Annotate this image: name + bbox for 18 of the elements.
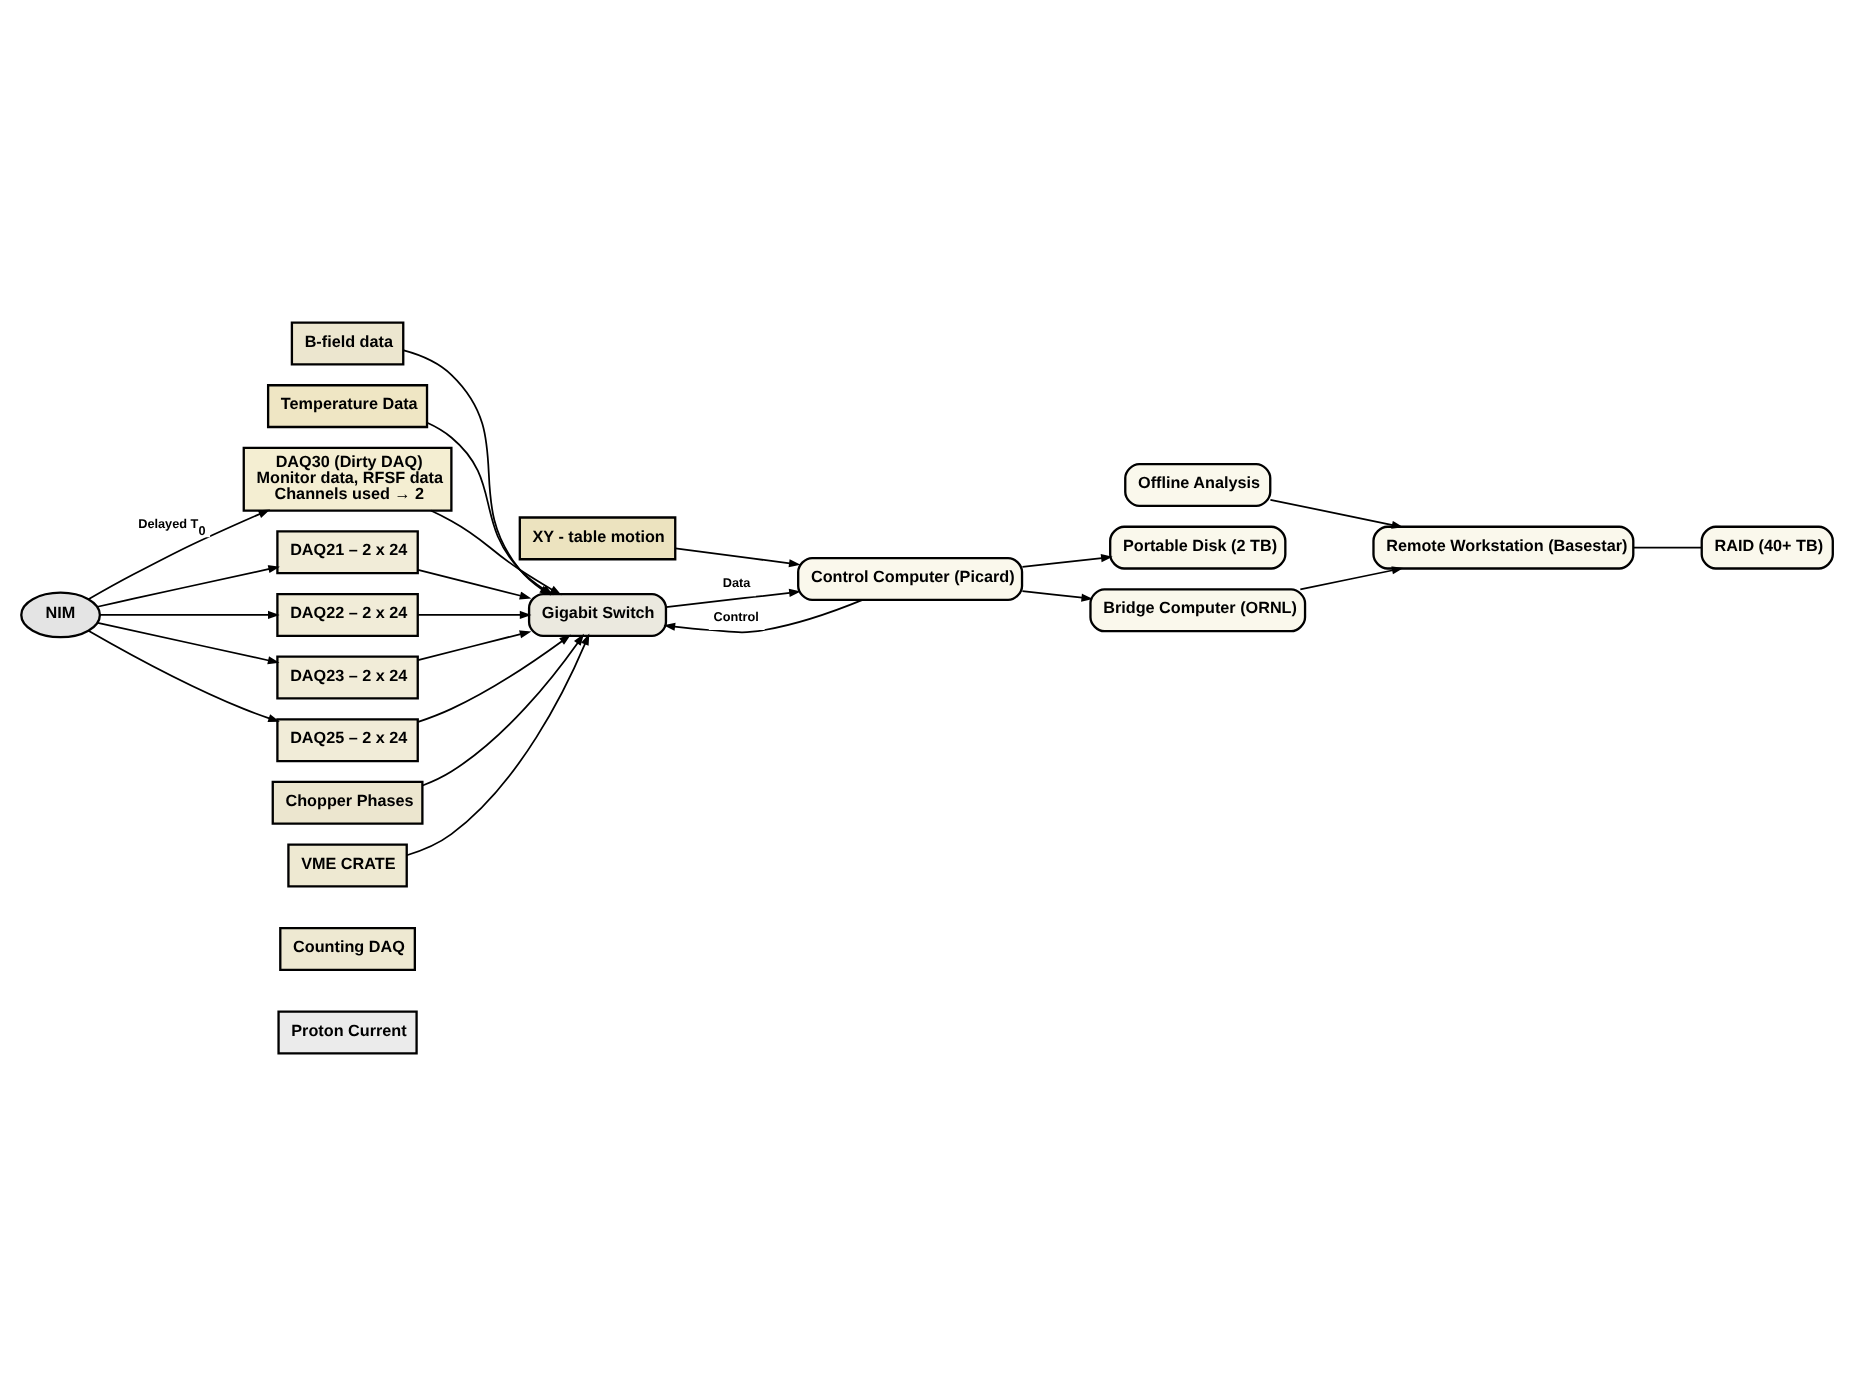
arrow	[1269, 497, 1404, 528]
arrow	[96, 564, 280, 607]
arrow	[674, 546, 801, 567]
arrow	[421, 632, 584, 786]
arrow	[1299, 565, 1404, 590]
arrow	[1021, 553, 1113, 567]
arrow	[665, 587, 801, 607]
arrow	[87, 628, 280, 722]
arrow	[417, 633, 571, 722]
arrow	[406, 632, 590, 856]
arrow	[99, 609, 280, 618]
arrow	[87, 508, 271, 600]
arrow	[417, 567, 532, 599]
connector	[1632, 545, 1703, 548]
arrow	[417, 609, 532, 618]
arrow	[1021, 589, 1094, 601]
arrow	[96, 621, 280, 664]
arrow	[417, 629, 532, 660]
